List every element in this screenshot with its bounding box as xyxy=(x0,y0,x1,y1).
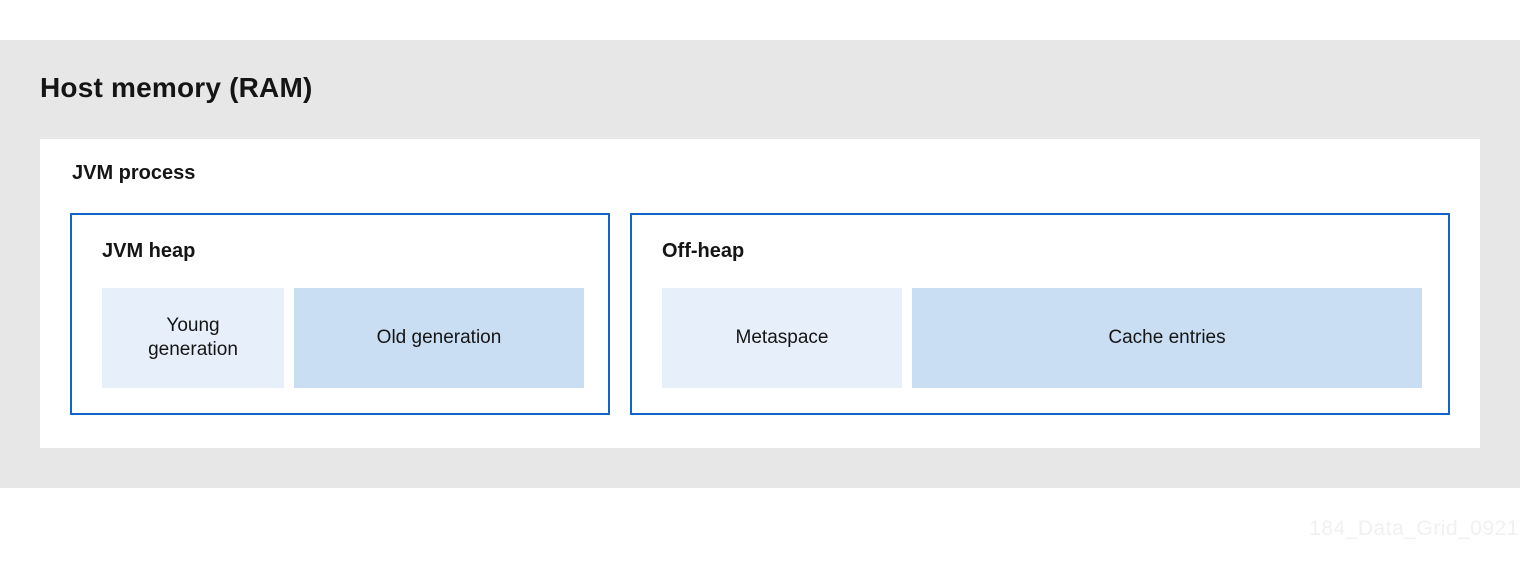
host-memory-title: Host memory (RAM) xyxy=(40,72,313,103)
off-heap-title: Off-heap xyxy=(662,240,745,262)
young-generation-label: Young generation xyxy=(148,315,238,360)
metaspace-label: Metaspace xyxy=(735,327,829,348)
metaspace-cell: Metaspace xyxy=(662,288,902,388)
cache-entries-cell: Cache entries xyxy=(912,288,1422,388)
watermark-text: 184_Data_Grid_0921 xyxy=(1309,517,1519,540)
old-generation-cell: Old generation xyxy=(294,288,584,388)
jvm-process-title: JVM process xyxy=(72,162,196,184)
jvm-heap-cells: Young generation Old generation xyxy=(102,288,584,388)
young-generation-cell: Young generation xyxy=(102,288,284,388)
jvm-heap-title: JVM heap xyxy=(102,240,196,262)
off-heap-box: Off-heap Metaspace Cache entries xyxy=(630,213,1450,415)
cache-entries-label: Cache entries xyxy=(1108,327,1226,348)
jvm-heap-box: JVM heap Young generation Old generation xyxy=(70,213,610,415)
off-heap-cells: Metaspace Cache entries xyxy=(662,288,1422,388)
jvm-process-box: JVM process JVM heap Young generation Ol… xyxy=(40,139,1480,448)
old-generation-label: Old generation xyxy=(376,327,502,348)
